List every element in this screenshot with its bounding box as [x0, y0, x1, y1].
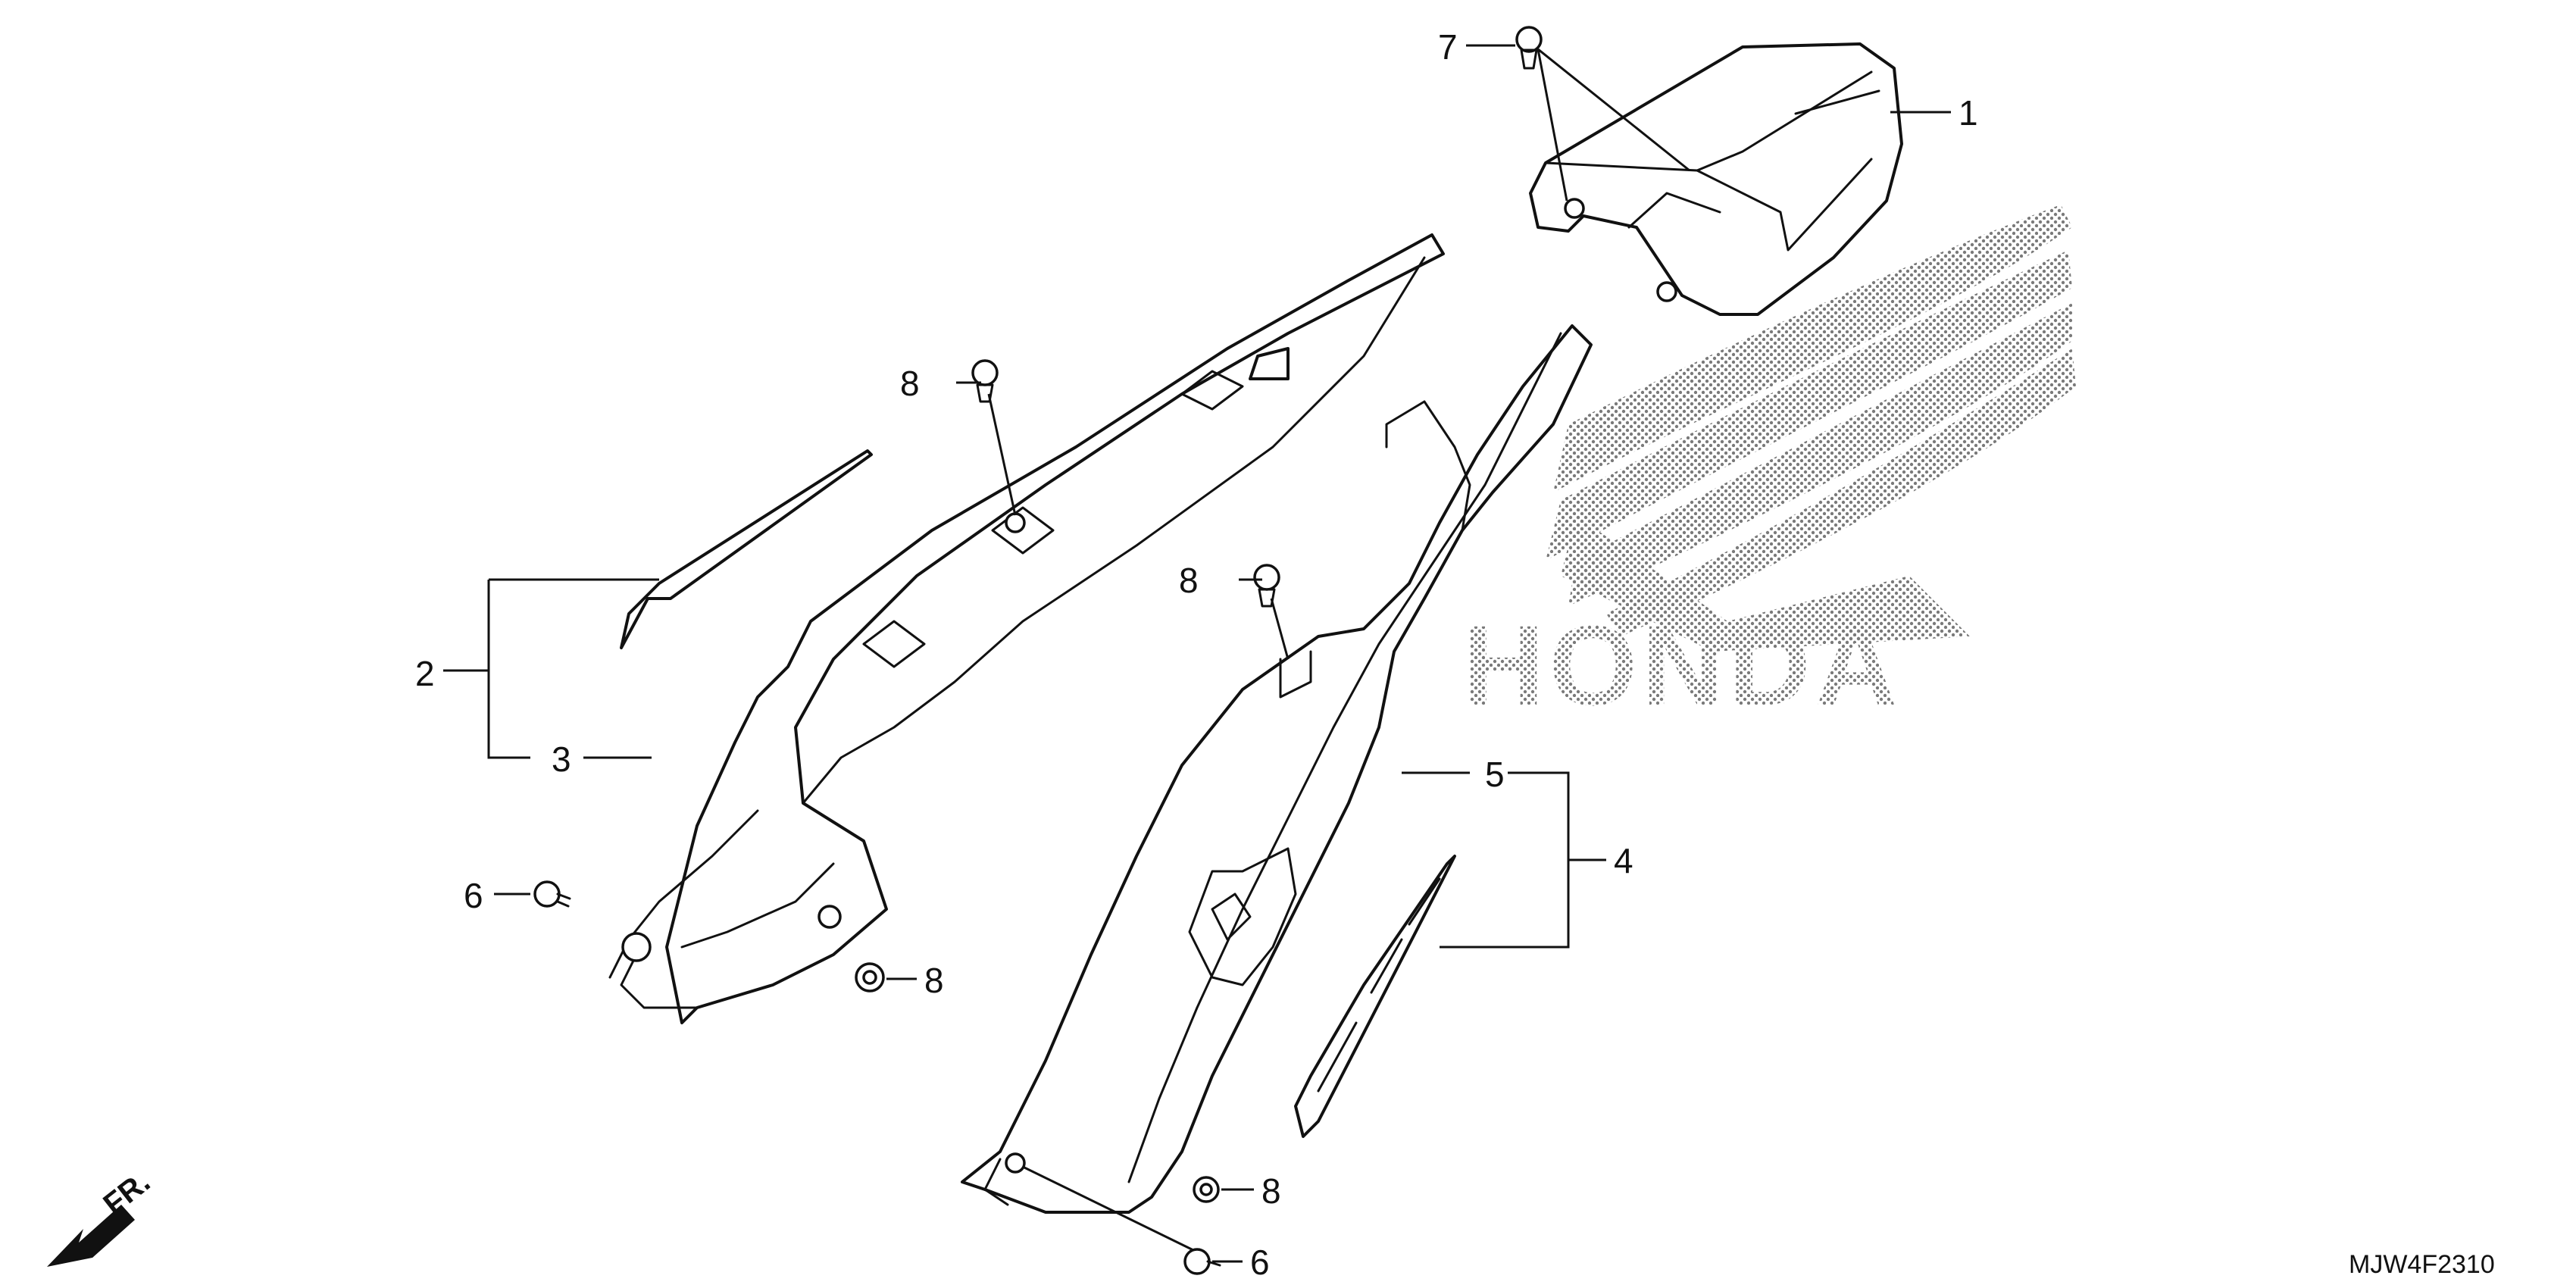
- part-4-right-sticker: [1294, 855, 1456, 1138]
- fastener-7-screw: [1515, 26, 1543, 70]
- callout-6-bottom: 6: [1250, 1243, 1270, 1282]
- honda-watermark-text: HONDA: [1462, 602, 1902, 729]
- fastener-8-clip-c: [855, 962, 885, 993]
- callout-1: 1: [1959, 93, 1978, 133]
- part-2-left-sticker: [620, 449, 873, 649]
- callout-8-lower-left: 8: [924, 961, 944, 1000]
- callout-8-lower-right: 8: [1261, 1171, 1281, 1211]
- fastener-6-bolt-a: [533, 880, 571, 908]
- part-5-right-side-cover: [961, 324, 1593, 1214]
- callout-8-center: 8: [1179, 561, 1199, 600]
- callout-5: 5: [1485, 755, 1505, 794]
- leader-lines: [443, 44, 1951, 1263]
- fastener-6-bolt-b: [1183, 1248, 1221, 1275]
- callout-3: 3: [552, 739, 571, 779]
- honda-wing-watermark: [1546, 205, 2076, 652]
- front-label: FR.: [97, 1165, 156, 1221]
- front-direction-arrow: FR.: [47, 1165, 156, 1267]
- callout-7: 7: [1438, 27, 1458, 67]
- callout-8-upper-left: 8: [900, 364, 920, 403]
- diagram-code: MJW4F2310: [2349, 1250, 2495, 1279]
- fastener-8-clip-a: [971, 359, 999, 403]
- callout-4: 4: [1614, 841, 1633, 880]
- fastener-8-clip-b: [1253, 564, 1280, 608]
- callout-2: 2: [415, 654, 435, 693]
- part-3-left-side-cover: [608, 233, 1445, 1024]
- fastener-8-clip-d: [1193, 1176, 1220, 1203]
- callout-6-left: 6: [464, 876, 483, 915]
- part-1-rear-cowl: [1529, 42, 1903, 316]
